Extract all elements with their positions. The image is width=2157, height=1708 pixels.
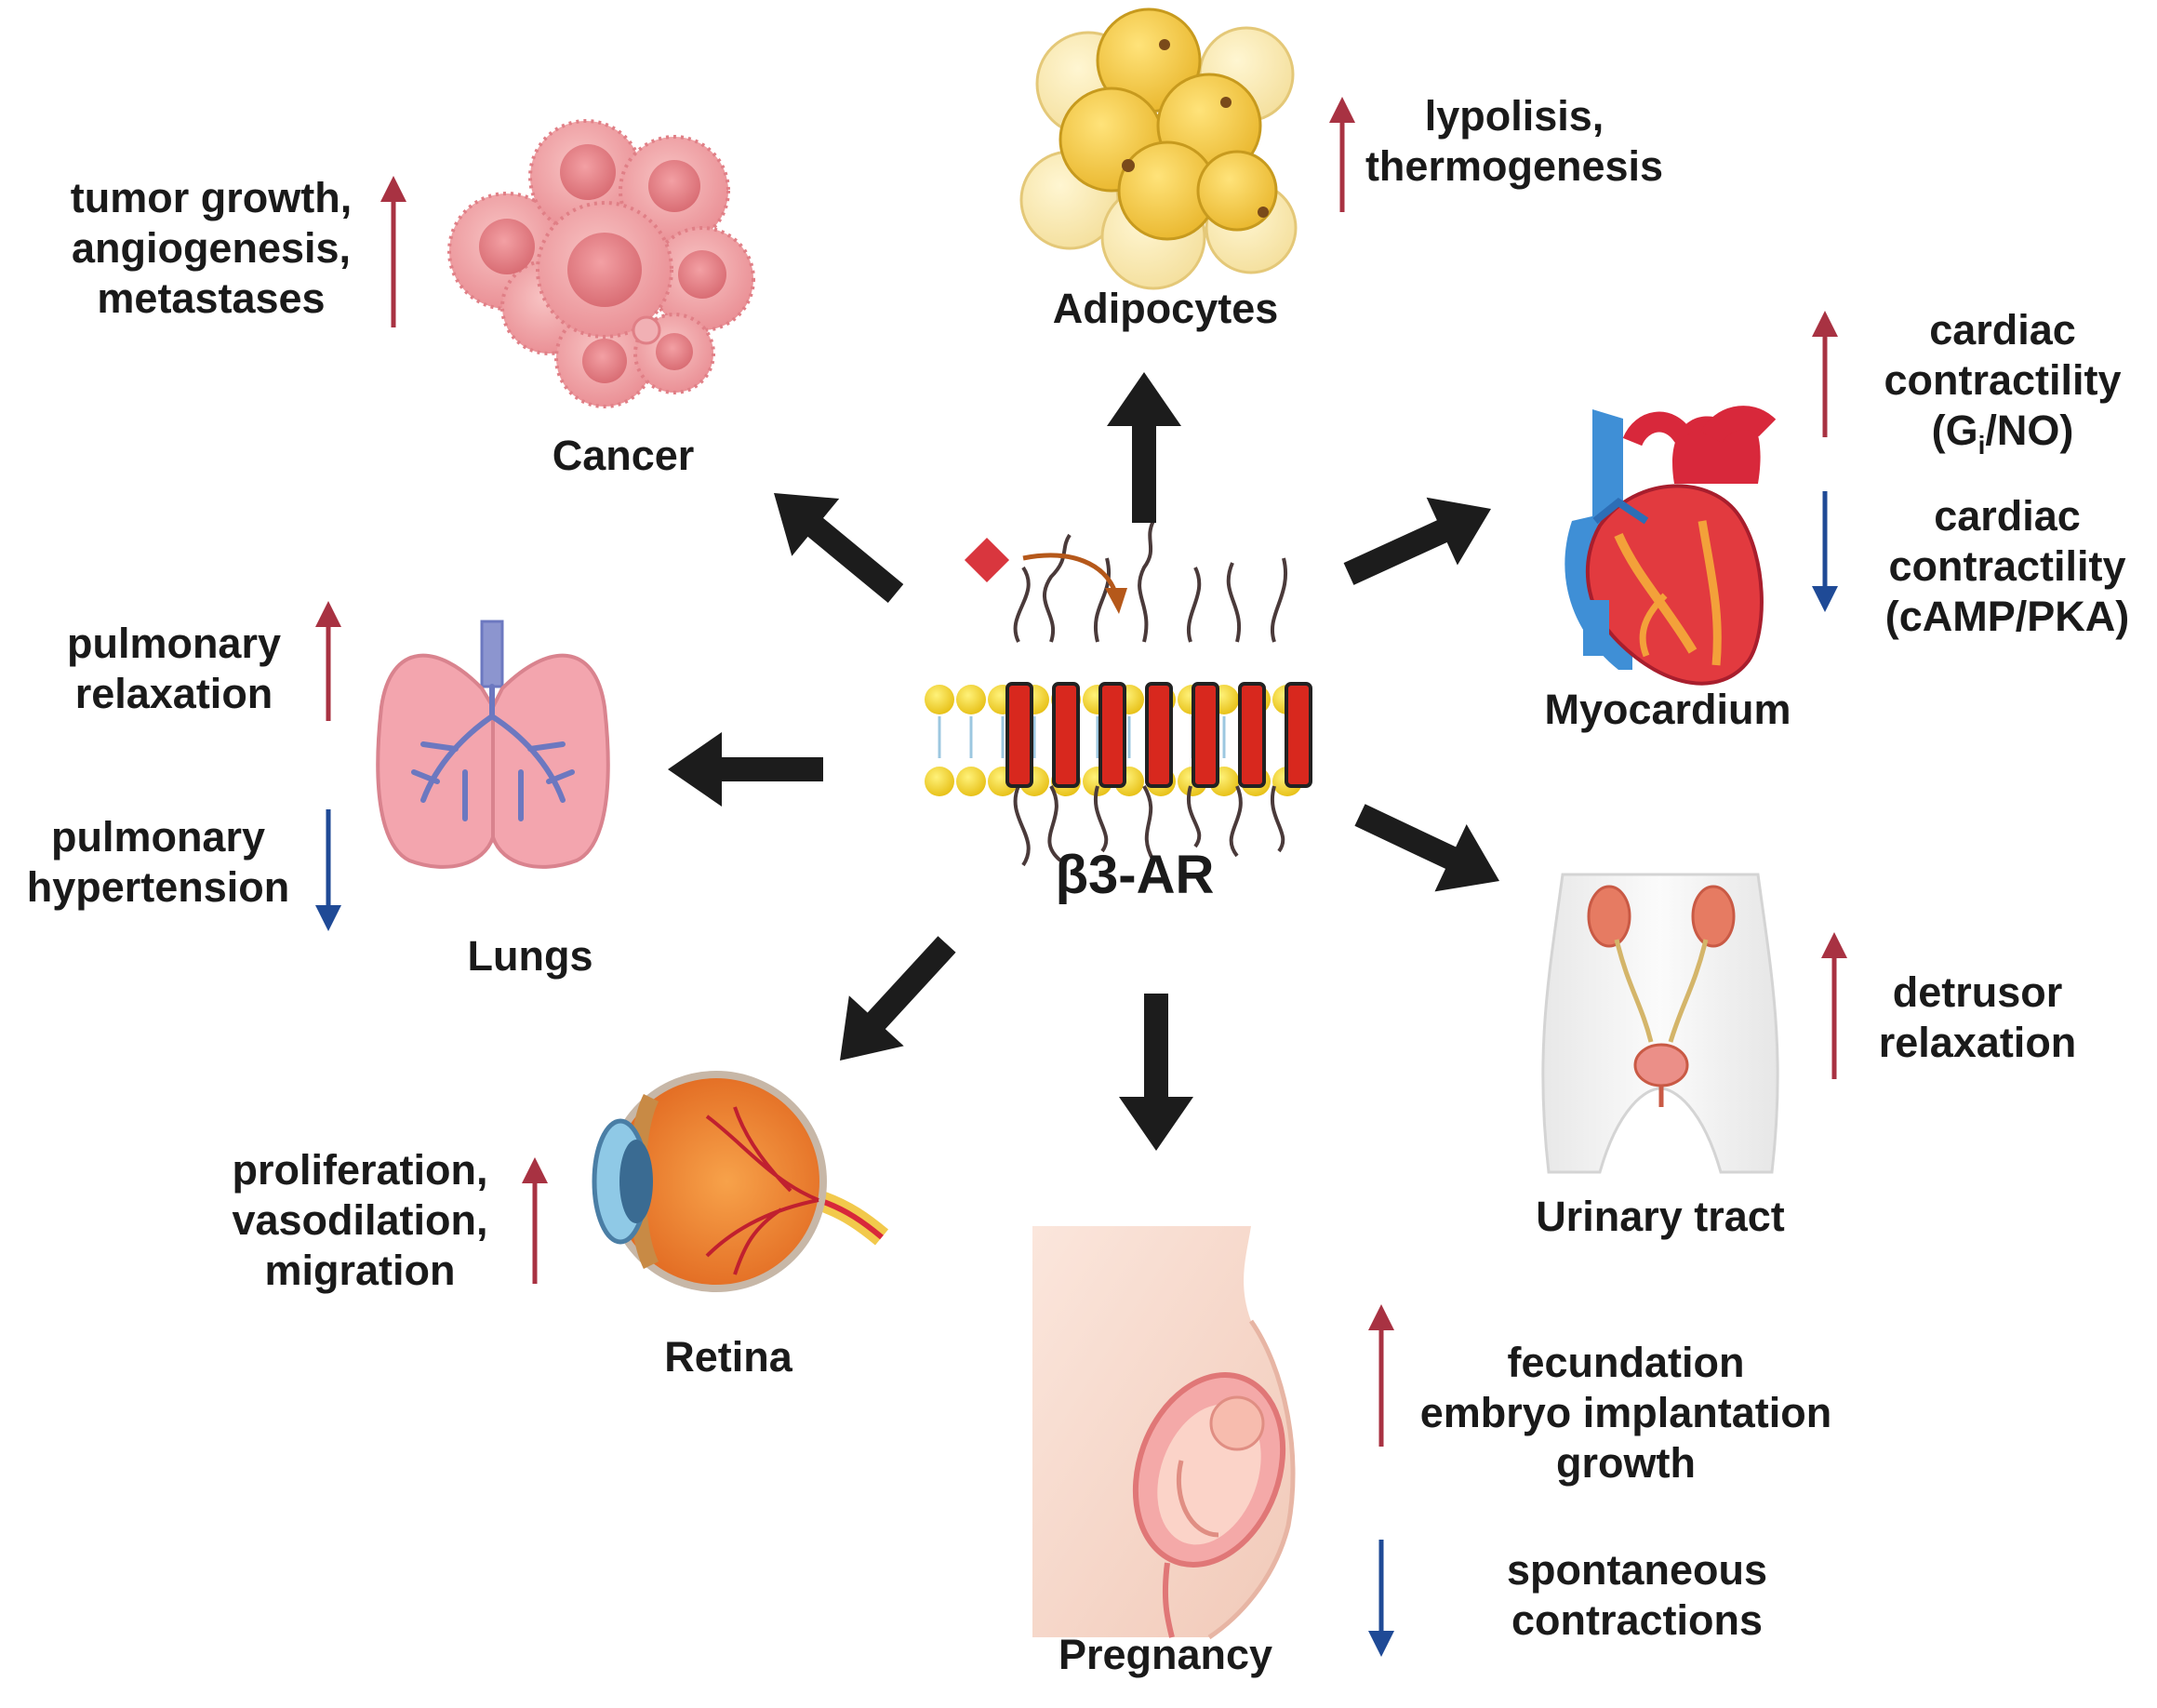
- myocardium-label: Myocardium: [1544, 686, 1791, 733]
- effect-line: contractility: [1888, 542, 2125, 590]
- effect-line: thermogenesis: [1365, 142, 1663, 190]
- effect-line: cardiac: [1934, 492, 2081, 540]
- urinary-tract-icon: [1541, 873, 1779, 1174]
- effect-line: angiogenesis,: [72, 224, 351, 272]
- effect-line: detrusor: [1893, 968, 2063, 1016]
- adipocytes-effect-0-text: lypolisis,thermogenesis: [1365, 92, 1663, 190]
- effect-line: cardiac: [1929, 306, 2076, 354]
- ligand-binding-arrow: [1022, 553, 1127, 614]
- urinary-tract-label: Urinary tract: [1536, 1193, 1785, 1240]
- lungs-label: Lungs: [468, 932, 593, 980]
- arrow-to-myocardium: [1343, 497, 1491, 585]
- subscript: i: [1978, 431, 1986, 460]
- decrease-arrow-icon: [1368, 1540, 1394, 1657]
- myocardium-effect-0-text-formula: (Gi/NO): [1932, 407, 2074, 460]
- pregnancy-icon: [1032, 1226, 1296, 1640]
- increase-arrow-icon: [522, 1157, 548, 1284]
- effect-line: tumor growth,: [71, 174, 352, 221]
- pregnancy-label: Pregnancy: [1059, 1631, 1272, 1678]
- effect-line: /NO): [1985, 407, 2073, 454]
- cancer-label: Cancer: [553, 432, 695, 479]
- arrow-to-retina: [840, 936, 956, 1061]
- effect-line: relaxation: [1879, 1019, 2077, 1066]
- effect-line: migration: [264, 1247, 455, 1294]
- effect-line: lypolisis,: [1425, 92, 1604, 140]
- increase-arrow-icon: [315, 601, 341, 721]
- effect-line: growth: [1556, 1439, 1696, 1487]
- increase-arrow-icon: [1812, 311, 1838, 437]
- fat-cells-icon: [1019, 7, 1298, 290]
- membrane-receptor-icon: [925, 520, 1312, 867]
- increase-arrow-icon: [1368, 1304, 1394, 1447]
- effect-line: pulmonary: [51, 813, 265, 861]
- cancer-cells-icon: [447, 119, 755, 408]
- increase-arrow-icon: [380, 176, 406, 327]
- effect-line: relaxation: [75, 670, 273, 717]
- increase-arrow-icon: [1329, 97, 1355, 212]
- eye-icon: [592, 1071, 889, 1292]
- center-receptor-label: β3-AR: [1056, 845, 1215, 905]
- increase-arrow-icon: [1821, 932, 1847, 1079]
- receptor-helices: [1005, 520, 1312, 867]
- effect-line: embryo implantation: [1420, 1389, 1832, 1436]
- cancer-effect-0-text: tumor growth,angiogenesis,metastases: [71, 174, 352, 322]
- effect-line: (G: [1932, 407, 1978, 454]
- arrow-to-lungs: [668, 732, 823, 807]
- effect-line: pulmonary: [67, 620, 281, 667]
- heart-icon: [1564, 406, 1777, 686]
- retina-label: Retina: [664, 1333, 793, 1381]
- effect-line: proliferation,: [232, 1146, 487, 1194]
- effect-line: contractions: [1511, 1596, 1763, 1644]
- decrease-arrow-icon: [315, 809, 341, 931]
- effect-line: (cAMP/PKA): [1885, 593, 2130, 640]
- effect-line: spontaneous: [1507, 1546, 1767, 1594]
- retina-effect-0-text: proliferation,vasodilation,migration: [232, 1146, 487, 1294]
- cancer-effects: tumor growth,angiogenesis,metastases: [71, 174, 406, 327]
- effect-line: hypertension: [27, 863, 290, 911]
- effect-line: fecundation: [1508, 1339, 1745, 1386]
- arrow-to-cancer: [774, 493, 904, 604]
- adipocytes-effects: lypolisis,thermogenesis: [1329, 92, 1663, 212]
- decrease-arrow-icon: [1812, 491, 1838, 612]
- arrow-to-pregnancy: [1119, 994, 1193, 1151]
- effect-line: contractility: [1884, 356, 2121, 404]
- effect-line: vasodilation,: [232, 1196, 487, 1244]
- arrow-to-adipocytes: [1107, 372, 1181, 523]
- effect-line: metastases: [97, 274, 325, 322]
- ligand-diamond-icon: [964, 537, 1010, 583]
- arrow-to-urinary: [1354, 804, 1499, 892]
- signaling-arrows: [668, 372, 1499, 1151]
- adipocytes-label: Adipocytes: [1053, 285, 1279, 332]
- retina-effects: proliferation,vasodilation,migration: [232, 1146, 548, 1294]
- lungs-icon: [376, 620, 610, 869]
